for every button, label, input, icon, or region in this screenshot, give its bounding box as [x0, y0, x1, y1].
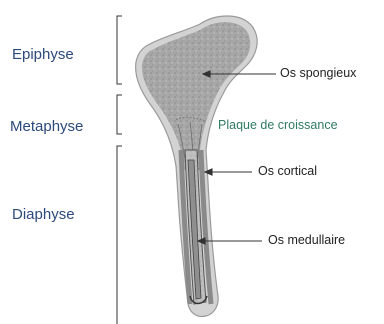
label-metaphyse: Metaphyse	[10, 118, 83, 135]
metaphyse-bracket	[117, 95, 122, 134]
callout-cortical-bone: Os cortical	[258, 164, 317, 178]
callout-medullary-bone: Os medullaire	[268, 233, 345, 247]
callout-growth-plate: Plaque de croissance	[218, 118, 338, 132]
epiphyse-bracket	[117, 16, 122, 84]
arrow-cortical-bone	[205, 169, 252, 175]
femur-bone	[136, 16, 258, 317]
label-epiphyse: Epiphyse	[12, 46, 74, 63]
label-diaphyse: Diaphyse	[12, 206, 75, 223]
diaphyse-bracket	[117, 146, 122, 324]
callout-spongy-bone: Os spongieux	[280, 66, 356, 80]
